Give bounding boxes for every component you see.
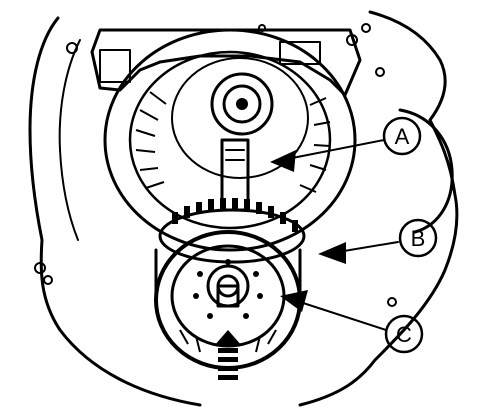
callout-circle-a — [382, 116, 422, 156]
arrowhead-c — [280, 290, 308, 312]
rear-drum-middle — [128, 50, 332, 230]
insertion-arrow — [214, 330, 242, 380]
bracket-slot — [279, 41, 321, 65]
rear-drum-inner — [171, 57, 309, 179]
leader-line-b — [337, 241, 399, 253]
bracket-slot — [99, 49, 131, 83]
callout-label-c: C — [396, 322, 412, 347]
clutch-teeth — [172, 198, 298, 232]
callout-circle-c — [384, 314, 424, 354]
bolt-hole — [387, 297, 397, 307]
front-drum-outer — [154, 230, 302, 370]
bolt-hole — [66, 42, 78, 54]
callout-b: B — [318, 218, 438, 264]
arrowhead-a — [270, 150, 296, 172]
bolt-hole — [34, 262, 46, 274]
callout-c: C — [280, 290, 424, 354]
callout-label-b: B — [411, 226, 426, 251]
housing-right-bulge — [398, 108, 454, 234]
callout-circle-b — [398, 218, 438, 258]
rear-drum-outer — [103, 28, 357, 252]
bolt-hole — [43, 275, 53, 285]
housing-outline — [28, 10, 459, 407]
input-shaft-bore — [222, 84, 262, 124]
callout-label-a: A — [395, 124, 410, 149]
bolt-holes — [34, 23, 397, 307]
callout-a: A — [270, 116, 422, 172]
front-drum-splines — [179, 329, 277, 353]
hub-shaft — [216, 284, 240, 308]
arrowhead-b — [318, 242, 346, 264]
bolt-hole — [361, 23, 371, 33]
drum-splines-right — [299, 97, 331, 193]
leader-line-c — [299, 301, 387, 331]
input-shaft-center — [236, 98, 248, 110]
bolt-hole — [375, 67, 385, 77]
top-bracket — [90, 28, 362, 97]
input-shaft-hub — [210, 72, 274, 136]
leader-line-a — [281, 139, 385, 161]
drum-splines-left — [135, 91, 167, 189]
hub-bolts — [193, 259, 263, 319]
housing-inner-rim — [58, 39, 81, 241]
